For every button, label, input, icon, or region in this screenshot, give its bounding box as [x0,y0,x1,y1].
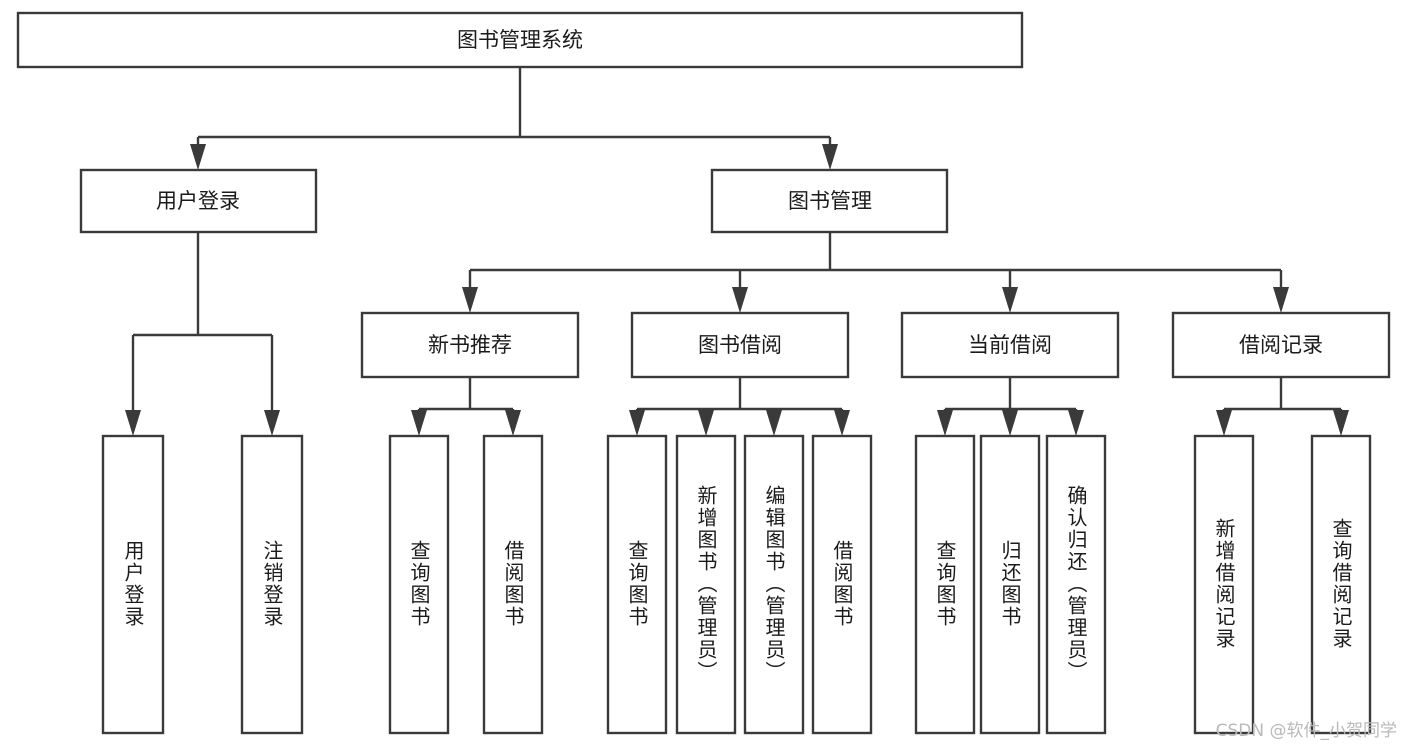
arrow-head-leaf-12 [1216,410,1232,436]
node-borrow-label: 图书借阅 [698,333,782,357]
node-leaf-6-label: 新增图书（管理员） [694,485,718,683]
connector-group-borrow [629,377,850,436]
node-leaf-10-box[interactable] [979,434,1041,735]
node-newbook-label: 新书推荐 [428,333,512,357]
node-leaf-6[interactable]: 新增图书（管理员） [675,434,737,735]
node-leaf-5-label: 查询图书 [625,540,649,628]
node-leaf-11-label: 确认归还（管理员） [1064,485,1088,683]
node-leaf-9[interactable]: 查询图书 [914,434,976,735]
node-leaf-8[interactable]: 借阅图书 [811,434,873,735]
node-leaf-3[interactable]: 查询图书 [388,434,450,735]
node-records[interactable]: 借阅记录 [1171,311,1391,379]
node-login-label: 用户登录 [156,189,240,213]
node-leaf-2[interactable]: 注销登录 [240,434,304,735]
node-leaf-3-box[interactable] [388,434,450,735]
node-leaf-7[interactable]: 编辑图书（管理员） [743,434,805,735]
node-leaf-5[interactable]: 查询图书 [606,434,668,735]
node-leaf-5-box[interactable] [606,434,668,735]
node-leaf-3-label: 查询图书 [407,540,431,628]
node-current-box[interactable] [900,311,1120,379]
node-bookmgmt-label: 图书管理 [788,189,872,213]
node-leaf-4-label: 借阅图书 [501,540,525,628]
node-records-label: 借阅记录 [1239,333,1323,357]
arrow-head-leaf-11 [1068,410,1084,436]
connector-group-login [125,232,280,436]
node-root-box[interactable] [16,11,1024,69]
node-leaf-8-box[interactable] [811,434,873,735]
node-leaf-13[interactable]: 查询借阅记录 [1310,434,1372,735]
node-leaf-6-box[interactable] [675,434,737,735]
node-leaf-10-label: 归还图书 [998,540,1022,628]
connector-group-root [190,67,838,170]
node-borrow-box[interactable] [630,311,850,379]
node-leaf-1-box[interactable] [101,434,165,735]
arrow-head-leaf-8 [834,410,850,436]
node-leaf-2-label: 注销登录 [260,540,284,628]
arrow-head-records [1273,287,1289,313]
node-leaf-1-label: 用户登录 [121,540,145,628]
arrow-head-leaf-2 [264,410,280,436]
node-borrow[interactable]: 图书借阅 [630,311,850,379]
arrow-head-leaf-9 [937,410,953,436]
node-leaf-4-box[interactable] [482,434,544,735]
arrow-head-bookmgmt [822,144,838,170]
arrow-head-leaf-7 [766,410,782,436]
node-newbook[interactable]: 新书推荐 [360,311,580,379]
node-leaf-7-label: 编辑图书（管理员） [762,485,786,683]
arrow-head-leaf-1 [125,410,141,436]
arrow-head-leaf-3 [411,410,427,436]
node-leaf-1[interactable]: 用户登录 [101,434,165,735]
connector-group-newbook [411,377,521,436]
watermark: CSDN @软件_小贺同学 [1215,721,1397,741]
arrow-head-leaf-10 [1002,410,1018,436]
connector-group-bookmgmt [462,232,1289,313]
node-leaf-11[interactable]: 确认归还（管理员） [1045,434,1107,735]
arrow-head-login [190,144,206,170]
node-login[interactable]: 用户登录 [79,168,318,234]
node-leaf-8-label: 借阅图书 [830,540,854,628]
arrow-head-borrow [732,287,748,313]
arrow-head-newbook [462,287,478,313]
node-leaf-13-label: 查询借阅记录 [1329,518,1353,650]
arrow-head-leaf-13 [1333,410,1349,436]
node-current-label: 当前借阅 [968,333,1052,357]
node-leaf-2-box[interactable] [240,434,304,735]
connector-group-records [1216,377,1349,436]
node-root-label: 图书管理系统 [457,28,583,52]
node-leaf-9-label: 查询图书 [933,540,957,628]
node-leaf-13-box[interactable] [1310,434,1372,735]
connector-group-current [937,377,1084,436]
node-newbook-box[interactable] [360,311,580,379]
arrow-head-leaf-6 [698,410,714,436]
arrow-head-leaf-4 [505,410,521,436]
node-leaf-7-box[interactable] [743,434,805,735]
node-leaf-12-label: 新增借阅记录 [1212,518,1236,650]
node-leaf-4[interactable]: 借阅图书 [482,434,544,735]
node-leaf-9-box[interactable] [914,434,976,735]
arrow-head-leaf-5 [629,410,645,436]
node-leaf-12-box[interactable] [1193,434,1255,735]
node-root[interactable]: 图书管理系统 [16,11,1024,69]
node-leaf-11-box[interactable] [1045,434,1107,735]
node-login-box[interactable] [79,168,318,234]
node-records-box[interactable] [1171,311,1391,379]
node-leaf-12[interactable]: 新增借阅记录 [1193,434,1255,735]
node-leaf-10[interactable]: 归还图书 [979,434,1041,735]
node-bookmgmt[interactable]: 图书管理 [710,168,949,234]
node-bookmgmt-box[interactable] [710,168,949,234]
arrow-head-current [1002,287,1018,313]
node-current[interactable]: 当前借阅 [900,311,1120,379]
